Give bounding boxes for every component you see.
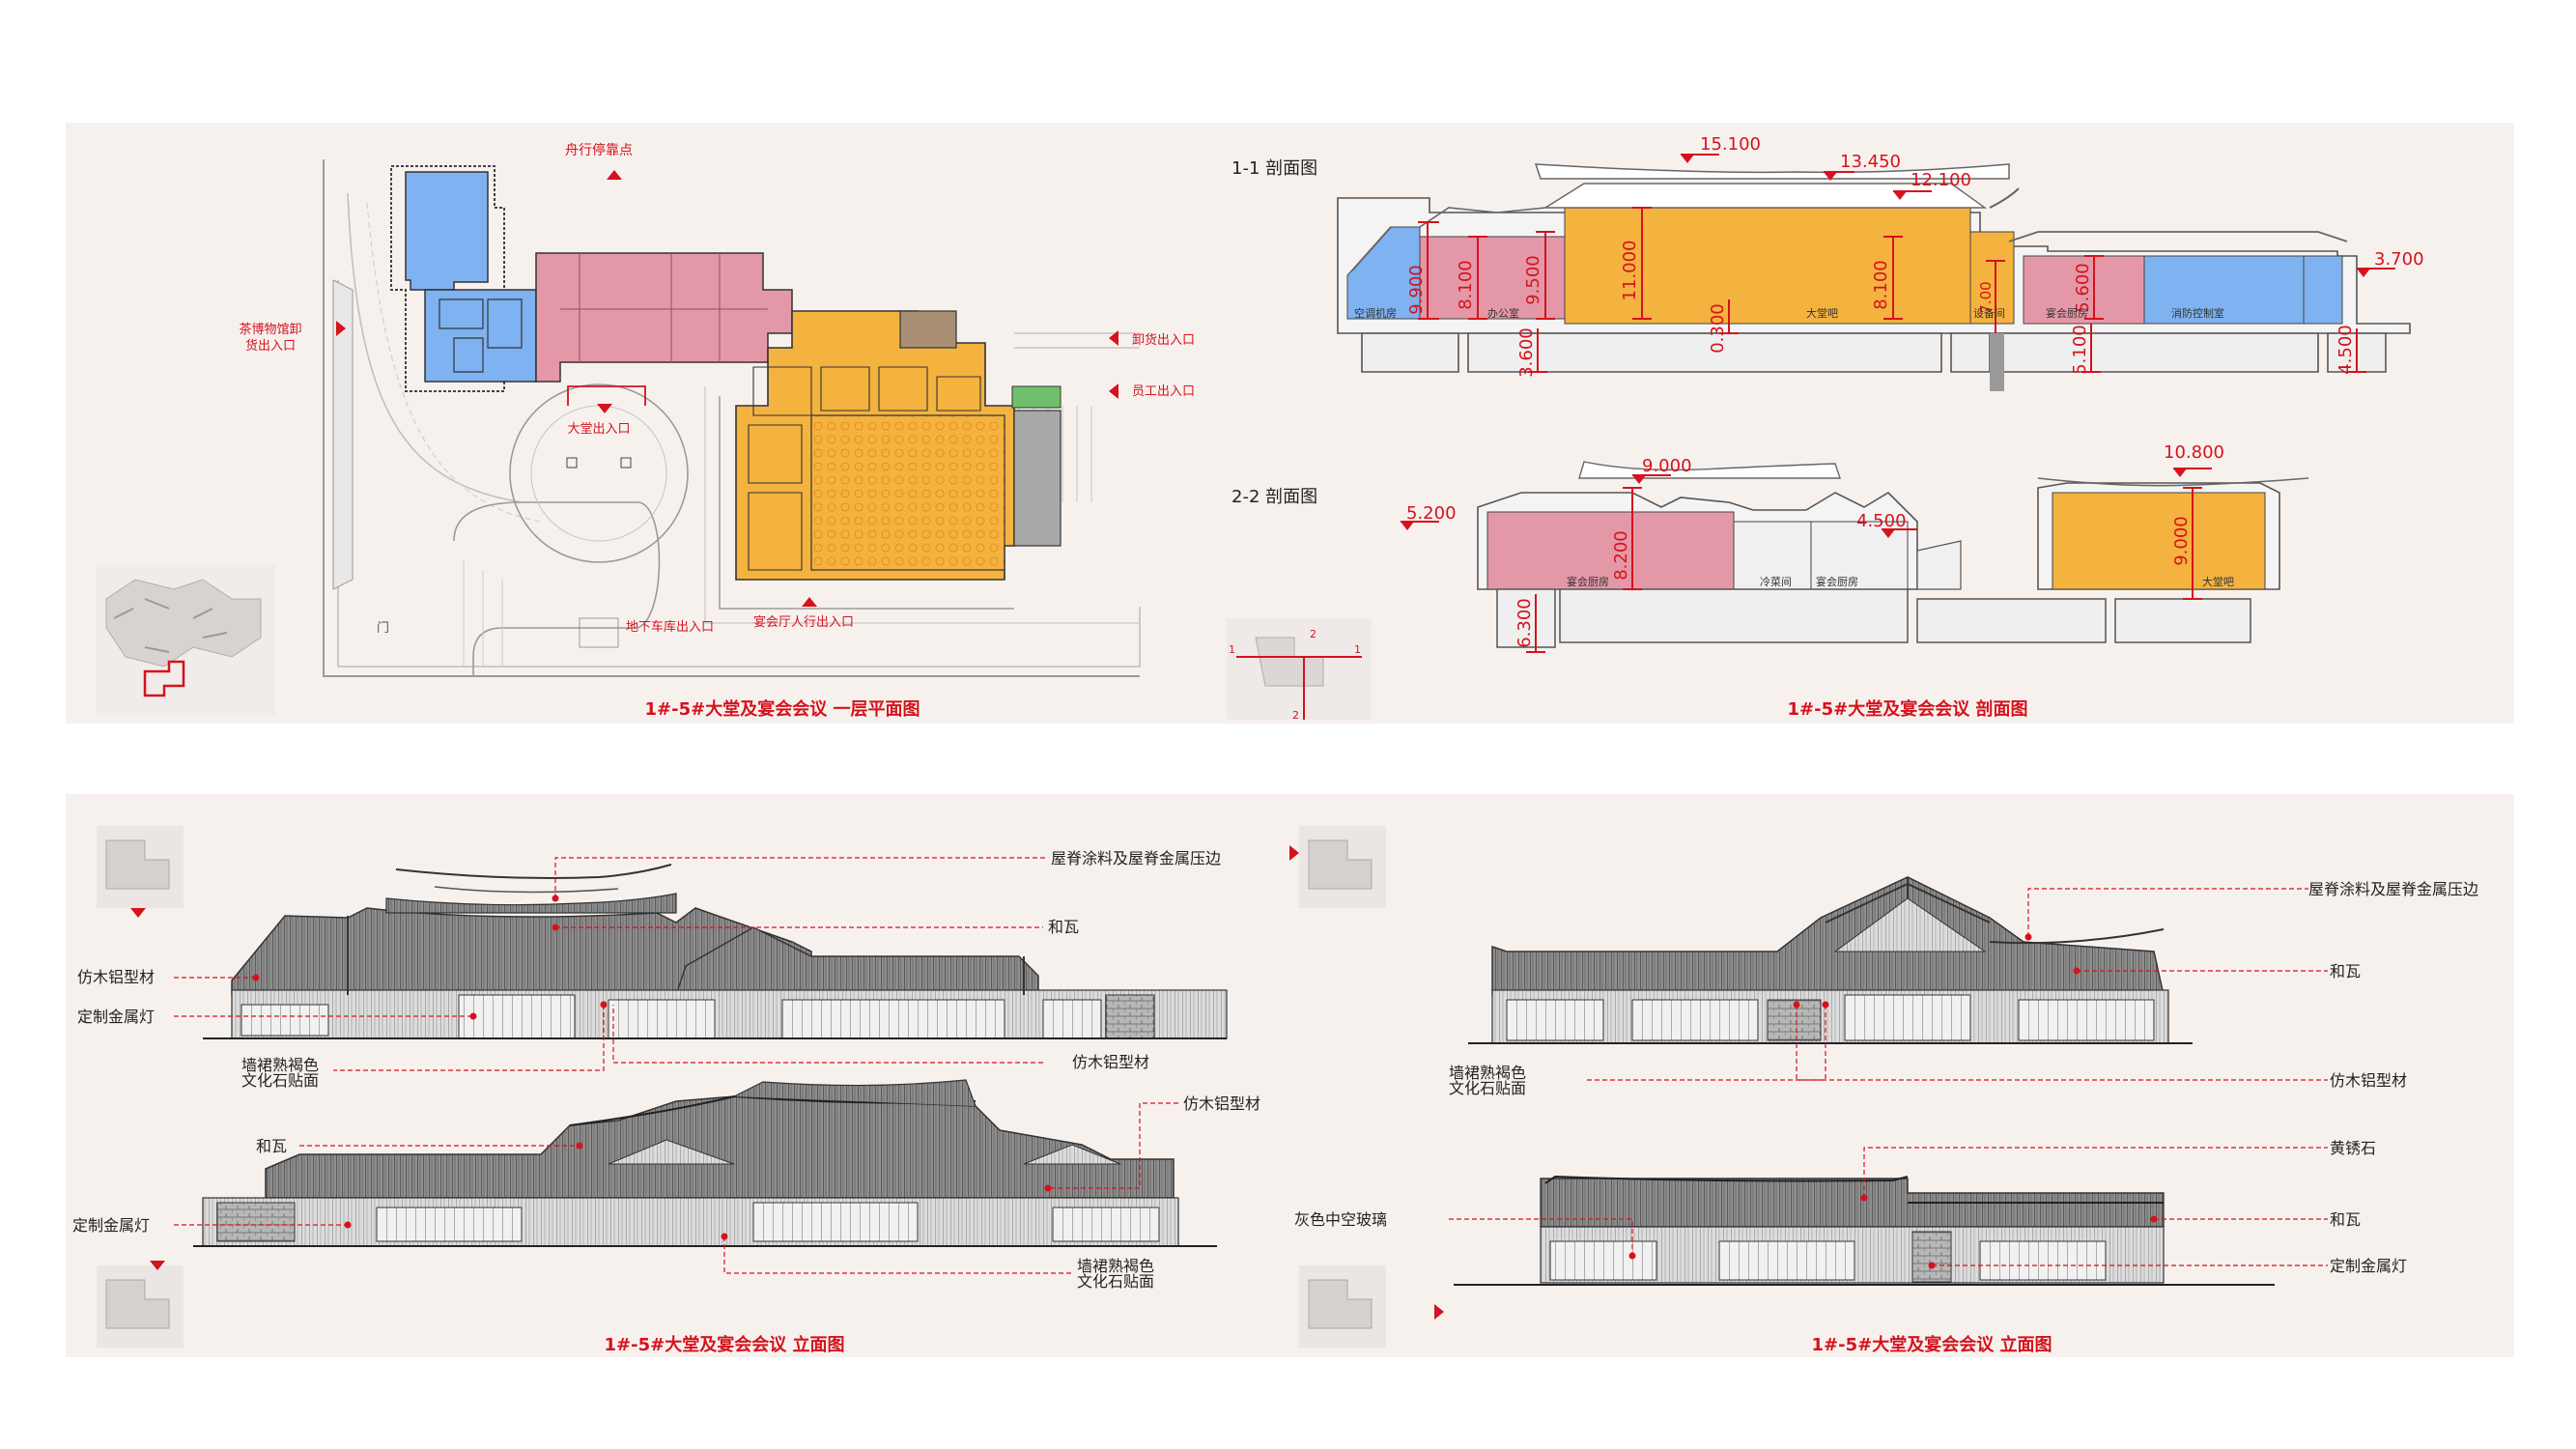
sec2-room-lobbybar: 大堂吧 — [2202, 575, 2234, 588]
sec1-elev-13450: 13.450 — [1840, 152, 1901, 172]
left-elevations: 屋脊涂料及屋脊金属压边 和瓦 仿木铝型材 定制金属灯 墙裙熟褐色 文化石贴面 仿… — [72, 826, 1260, 1355]
sec1-room-equip: 设备间 — [1973, 306, 2005, 320]
r-lamp-label: 定制金属灯 — [2330, 1257, 2407, 1275]
skirt-label-2: 文化石贴面 — [241, 1071, 319, 1090]
sec1-height-4500: 4.500 — [2335, 325, 2356, 375]
lamp-label: 定制金属灯 — [77, 1008, 155, 1026]
tile-label: 和瓦 — [1048, 918, 1079, 936]
tea-museum-label-2: 货出入口 — [245, 338, 296, 354]
r-wood-alu-label: 仿木铝型材 — [2330, 1071, 2407, 1090]
sec1-height-8100b: 8.100 — [1871, 260, 1891, 310]
sec2-height-8200: 8.200 — [1611, 530, 1631, 581]
sec1-room-kitchen: 宴会厨房 — [2046, 306, 2088, 320]
sec2-elev-10800: 10.800 — [2164, 442, 2224, 463]
door-label: 门 — [377, 621, 389, 636]
sec2-height-9000: 9.000 — [2171, 516, 2192, 566]
r-glass-label: 灰色中空玻璃 — [1294, 1210, 1387, 1229]
lamp-label-2: 定制金属灯 — [72, 1216, 150, 1235]
sec1-height-9900: 9.900 — [1406, 265, 1427, 315]
sec1-room-ac: 空调机房 — [1354, 306, 1397, 320]
skirt-label-4: 文化石贴面 — [1077, 1272, 1154, 1291]
sec1-room-office: 办公室 — [1487, 306, 1519, 320]
r-ridge-label: 屋脊涂料及屋脊金属压边 — [2308, 880, 2478, 898]
section-drawings: 1-1 剖面图 2-2 剖面图 — [1227, 134, 2424, 722]
unload-entrance-label: 卸货出入口 — [1132, 332, 1195, 348]
r-skirt-label-2: 文化石贴面 — [1449, 1079, 1526, 1097]
floor-plan-title: 1#-5#大堂及宴会会议 一层平面图 — [645, 698, 920, 720]
sec2-elev-9000: 9.000 — [1642, 456, 1692, 476]
key-mark-2b: 2 — [1292, 709, 1299, 722]
floor-plan: 舟行停靠点 茶博物馆卸 货出入口 卸货出入口 员工出入口 大堂出入口 地下车库出… — [97, 142, 1195, 720]
sec1-height-7000: 7.00 — [1977, 281, 1995, 313]
sec1-room-fire: 消防控制室 — [2171, 306, 2224, 320]
sec1-height-11000: 11.000 — [1620, 241, 1640, 301]
skirt-label-3: 墙裙熟褐色 — [1077, 1257, 1154, 1275]
elevation-right-title: 1#-5#大堂及宴会会议 立面图 — [1812, 1334, 2052, 1355]
sec2-room-cold: 冷菜间 — [1760, 576, 1792, 588]
lobby-entrance-label: 大堂出入口 — [567, 422, 630, 437]
ridge-label: 屋脊涂料及屋脊金属压边 — [1051, 849, 1221, 867]
wood-alu-label-3: 仿木铝型材 — [1183, 1094, 1260, 1113]
section-title: 1#-5#大堂及宴会会议 剖面图 — [1788, 698, 2028, 720]
skirt-label-1: 墙裙熟褐色 — [241, 1056, 319, 1074]
key-mark-2a: 2 — [1310, 628, 1316, 640]
sec2-room-kitchen-a: 宴会厨房 — [1567, 575, 1609, 588]
right-elevations: 屋脊涂料及屋脊金属压边 和瓦 墙裙熟褐色 文化石贴面 仿木铝型材 黄锈石 灰色中… — [1289, 826, 2478, 1355]
sec1-height-0300: 0.300 — [1708, 303, 1728, 354]
wood-alu-label-2: 仿木铝型材 — [1072, 1053, 1149, 1071]
sec1-height-8100a: 8.100 — [1456, 260, 1476, 310]
sec2-elev-5200: 5.200 — [1406, 503, 1457, 524]
r-tile-label-2: 和瓦 — [2330, 1210, 2361, 1229]
tea-museum-label-1: 茶博物馆卸 — [239, 322, 301, 337]
sec2-elev-4500: 4.500 — [1856, 511, 1907, 531]
r-skirt-label-1: 墙裙熟褐色 — [1449, 1064, 1526, 1082]
garage-entrance-label: 地下车库出入口 — [626, 619, 714, 635]
elevation-left-panel — [66, 794, 1273, 1357]
boat-stop-label: 舟行停靠点 — [565, 142, 633, 158]
sec2-height-6300: 6.300 — [1514, 598, 1535, 648]
wood-alu-label: 仿木铝型材 — [77, 968, 155, 986]
sec1-elev-15100: 15.100 — [1700, 134, 1761, 155]
section-1-label: 1-1 剖面图 — [1231, 158, 1317, 179]
elevation-left-title: 1#-5#大堂及宴会会议 立面图 — [605, 1334, 845, 1355]
site-key-plan — [97, 565, 275, 715]
sec1-room-lobbybar: 大堂吧 — [1806, 306, 1838, 320]
sec2-room-kitchen-b: 宴会厨房 — [1816, 575, 1858, 588]
key-mark-1a: 1 — [1229, 643, 1235, 656]
sec1-height-5600: 5.600 — [2073, 263, 2093, 313]
sec1-elev-12100: 12.100 — [1911, 170, 1971, 190]
key-mark-1b: 1 — [1354, 643, 1361, 656]
section-key-plan: 1 1 2 2 — [1227, 618, 1372, 722]
sec1-height-5100: 5.100 — [2070, 325, 2090, 375]
r-stone-label: 黄锈石 — [2330, 1139, 2376, 1157]
tile-label-2: 和瓦 — [256, 1137, 287, 1155]
sec1-elev-3700: 3.700 — [2374, 249, 2424, 270]
staff-entrance-label: 员工出入口 — [1132, 384, 1195, 399]
r-tile-label: 和瓦 — [2330, 962, 2361, 980]
sec1-height-9500: 9.500 — [1523, 255, 1543, 305]
banquet-entrance-label: 宴会厅人行出入口 — [753, 614, 854, 630]
sec1-height-3600: 3.600 — [1516, 327, 1537, 378]
section-2-label: 2-2 剖面图 — [1231, 487, 1317, 507]
